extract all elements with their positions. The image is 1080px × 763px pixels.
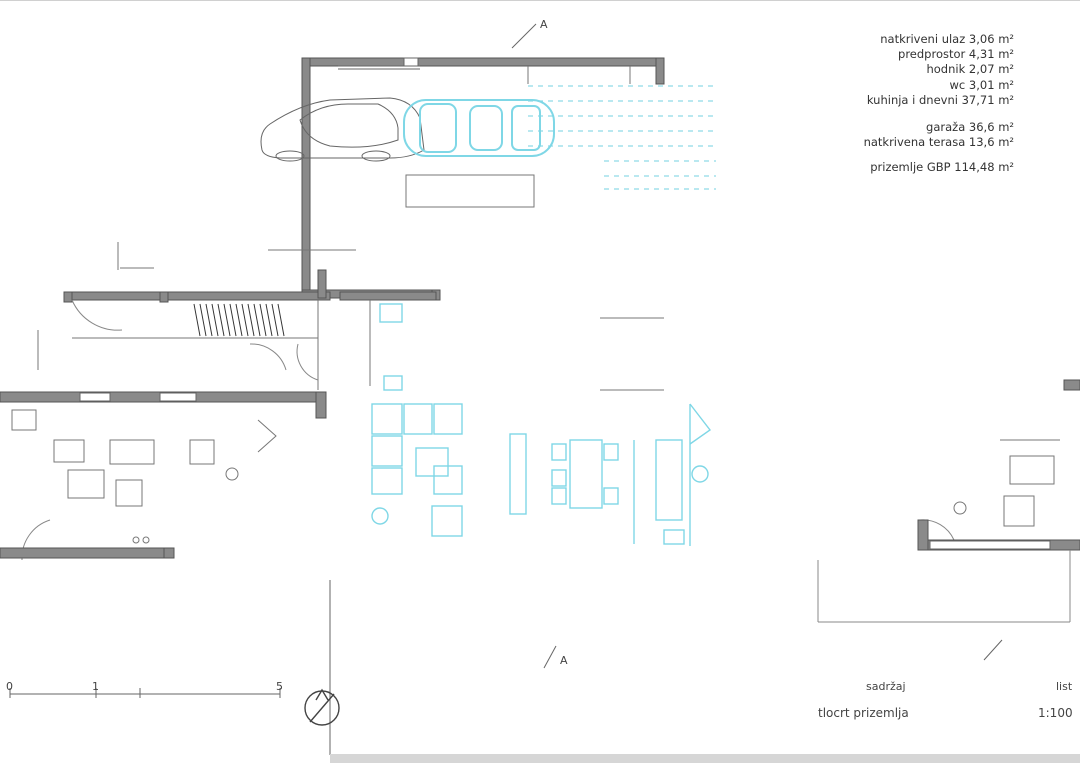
legend-row: wc 3,01 m²: [949, 77, 1014, 92]
section-marker-icon: [511, 23, 1003, 669]
sheet-title: tlocrt prizemlja: [818, 706, 909, 720]
legend-row: hodnik 2,07 m²: [926, 62, 1014, 77]
furniture-grey: [11, 409, 1060, 544]
living-walls: [0, 379, 1080, 559]
middle-walls: [63, 269, 437, 303]
stair-slats: [193, 303, 285, 337]
legend-row: natkriveni ulaz 3,06 m²: [880, 32, 1014, 46]
top-border: [0, 0, 1080, 1]
scale-number: 1: [92, 680, 99, 693]
legend-row: kuhinja i dnevni 37,71 m²: [866, 92, 1014, 107]
garage-interior-lines: [117, 66, 631, 270]
door-swings: [21, 299, 955, 561]
car-highlight-icon: [403, 99, 555, 157]
sheet-label: sadržaj: [866, 680, 906, 693]
fixtures-cyan: [371, 303, 712, 546]
legend-row: natkrivena terasa 13,6 m²: [863, 135, 1014, 150]
window-openings: [79, 392, 1051, 550]
scale-bar: [9, 688, 281, 698]
section-label-top: A: [540, 18, 548, 31]
scale-number: 5: [276, 680, 283, 693]
garage-walls: [301, 57, 665, 301]
area-legend: natkriveni ulaz 3,06 m² predprostor 4,31…: [864, 32, 1014, 176]
legend-row: garaža 36,6 m²: [926, 120, 1014, 135]
terrace-outline: [817, 550, 1071, 623]
legend-total: prizemlje GBP 114,48 m²: [870, 160, 1014, 175]
garage-door: [338, 57, 420, 70]
north-arrow-icon: [304, 688, 340, 726]
section-label-bottom: A: [560, 654, 568, 667]
sheet-right-label: list: [1056, 680, 1073, 693]
legend-row: predprostor 4,31 m²: [898, 47, 1014, 62]
terrace-hatch: [528, 85, 716, 190]
scale-text: 1:100: [1038, 706, 1073, 720]
bottom-bar: [330, 754, 1080, 763]
scale-number: 0: [6, 680, 13, 693]
car-outline-icon: [260, 97, 425, 162]
corridor-lines: [37, 300, 664, 391]
